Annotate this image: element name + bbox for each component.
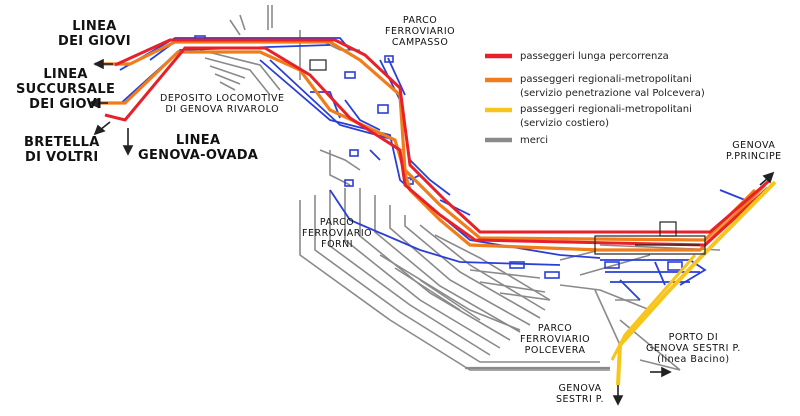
legend-item-orange: passeggeri regionali-metropolitani (serv… bbox=[520, 74, 705, 99]
legend-swatches bbox=[485, 53, 512, 143]
red-line-upper bbox=[114, 38, 771, 234]
label-parco-forni: PARCO FERROVIARIO FORNI bbox=[302, 217, 373, 250]
label-parco-campasso: PARCO FERROVIARIO CAMPASSO bbox=[385, 15, 456, 48]
direction-arrows bbox=[88, 58, 775, 406]
label-linea-giovi: LINEA DEI GIOVI bbox=[58, 19, 131, 49]
station-platform bbox=[309, 59, 706, 255]
main-lines bbox=[90, 38, 777, 386]
label-parco-polcevera: PARCO FERROVIARIO POLCEVERA bbox=[520, 323, 591, 356]
yellow-line-2 bbox=[610, 254, 697, 361]
red-line-lower bbox=[104, 46, 770, 247]
orange-line-lower bbox=[90, 50, 767, 252]
label-linea-genova-ovada: LINEA GENOVA-OVADA bbox=[138, 133, 259, 163]
label-linea-succursale: LINEA SUCCURSALE DEI GIOVI bbox=[16, 67, 116, 112]
label-porto-sestri: PORTO DI GENOVA SESTRI P. (linea Bacino) bbox=[646, 332, 741, 365]
label-deposito: DEPOSITO LOCOMOTIVE DI GENOVA RIVAROLO bbox=[160, 93, 285, 115]
label-genova-principe: GENOVA P.PRINCIPE bbox=[726, 140, 782, 162]
yellow-line bbox=[616, 180, 777, 386]
blue-station-boxes bbox=[194, 35, 683, 279]
label-bretella-voltri: BRETELLA DI VOLTRI bbox=[24, 135, 100, 165]
legend-item-red: passeggeri lunga percorrenza bbox=[520, 51, 669, 62]
legend-item-grey: merci bbox=[520, 135, 549, 146]
legend-item-yellow: passeggeri regionali-metropolitani (serv… bbox=[520, 104, 692, 129]
label-genova-sestri: GENOVA SESTRI P. bbox=[556, 383, 605, 405]
